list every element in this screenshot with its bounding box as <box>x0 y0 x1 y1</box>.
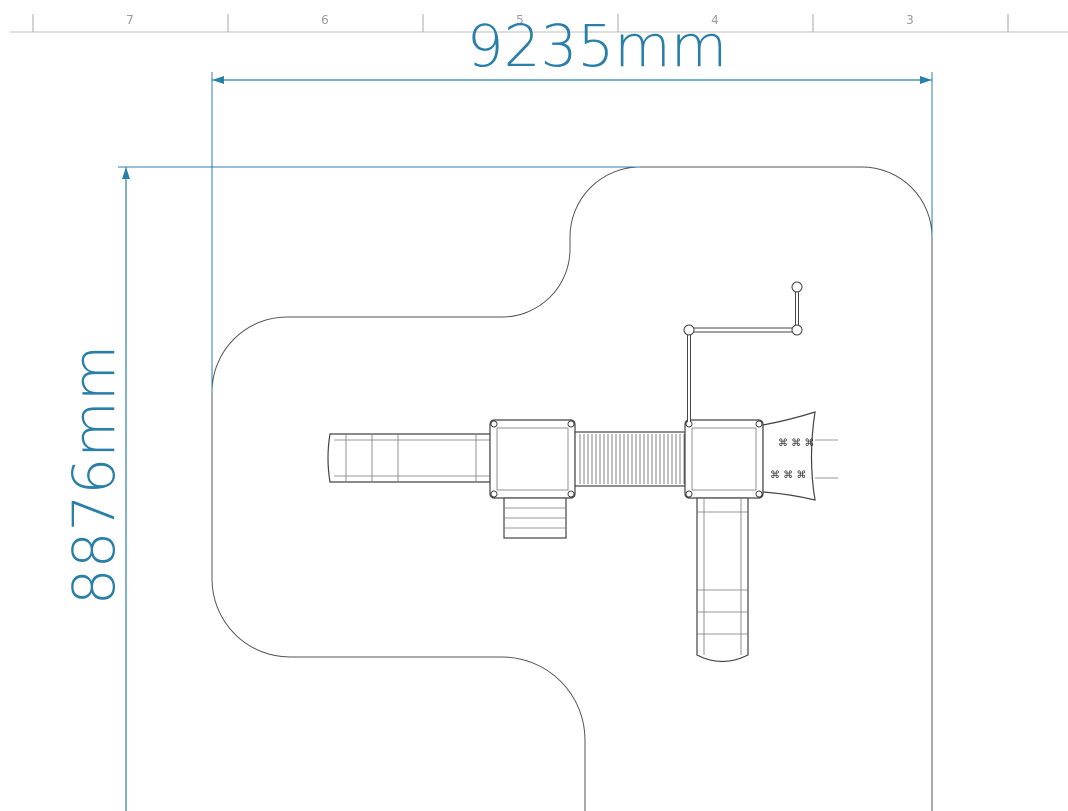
bridge <box>574 431 686 487</box>
top-ruler: 7 6 5 4 3 <box>10 13 1068 33</box>
playground-equipment: ⌘ ⌘ ⌘ ⌘ ⌘ ⌘ <box>327 281 838 663</box>
left-steps <box>503 497 567 539</box>
width-label: 9235mm <box>467 12 728 80</box>
height-dimension: 8876mm <box>60 166 640 811</box>
ruler-label-6: 6 <box>321 13 329 27</box>
svg-text:⌘ ⌘ ⌘: ⌘ ⌘ ⌘ <box>778 438 814 449</box>
safety-zone-outline <box>211 166 933 811</box>
right-slide <box>696 497 749 663</box>
right-platform <box>684 419 764 499</box>
ruler-label-5: 5 <box>516 13 524 27</box>
ruler-label-7: 7 <box>126 13 134 27</box>
svg-text:⌘ ⌘ ⌘: ⌘ ⌘ ⌘ <box>770 470 806 481</box>
ruler-label-4: 4 <box>711 13 719 27</box>
ruler-label-3: 3 <box>906 13 914 27</box>
climbing-wall: ⌘ ⌘ ⌘ ⌘ ⌘ ⌘ <box>762 411 838 501</box>
monkey-bars <box>683 281 803 422</box>
left-platform <box>489 419 576 499</box>
height-label: 8876mm <box>60 345 128 606</box>
left-slide <box>327 433 491 483</box>
width-dimension: 9235mm <box>211 12 933 392</box>
